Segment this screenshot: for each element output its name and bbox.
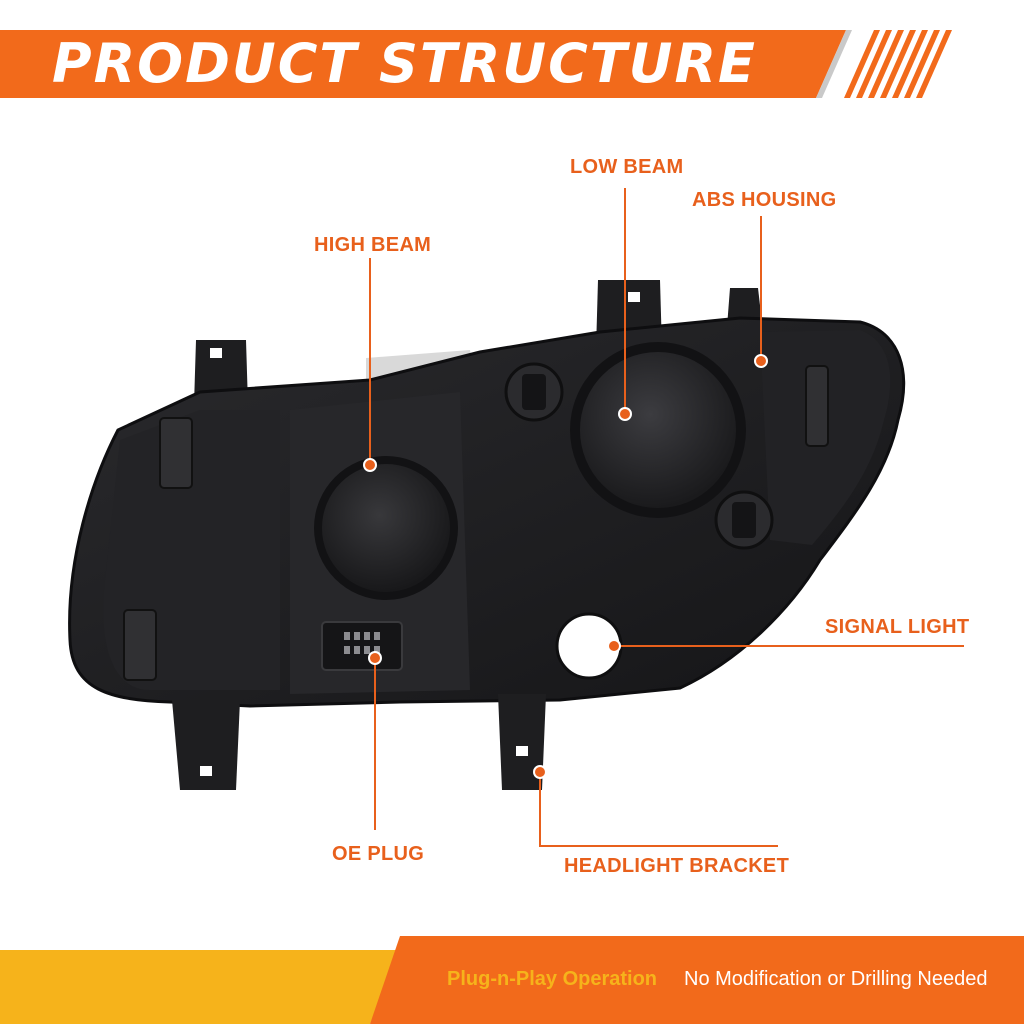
callout-lines — [369, 188, 964, 847]
left-clip-upper — [159, 417, 193, 489]
low-beam-label: LOW BEAM — [570, 156, 684, 178]
high-beam-label: HIGH BEAM — [314, 234, 432, 256]
abs-housing-label: ABS HOUSING — [692, 189, 837, 211]
signal-light-label: SIGNAL LIGHT — [825, 616, 970, 638]
abs-housing-dot — [754, 354, 768, 368]
top-mid-mount-hole — [628, 292, 640, 302]
top-left-mount-hole — [210, 348, 222, 358]
oe-plug-pins — [344, 632, 380, 654]
oe-plug-connector — [321, 621, 403, 671]
callout-dots — [363, 354, 768, 779]
headlight-bracket-label: HEADLIGHT BRACKET — [564, 855, 790, 877]
right-clip — [805, 365, 829, 447]
oe-plug-dot — [368, 651, 382, 665]
footer-feature-no-modification: No Modification or Drilling Needed — [684, 968, 988, 990]
lower-bulb-socket — [714, 490, 774, 550]
header-banner — [0, 30, 952, 98]
header-banner-bar — [0, 30, 846, 98]
header-stripes — [844, 30, 952, 98]
footer-orange-band — [370, 936, 1024, 1024]
upper-bulb-socket — [504, 362, 564, 422]
header-banner-shadow — [816, 30, 852, 98]
footer-yellow-band — [0, 950, 400, 1024]
headlight-bracket-shape — [498, 694, 546, 790]
low-beam-dot — [618, 407, 632, 421]
oe-plug-label: OE PLUG — [332, 843, 425, 865]
high-beam-cap — [322, 464, 450, 592]
headlight-bracket-dot — [533, 765, 547, 779]
footer-feature-plug-n-play: Plug-n-Play Operation — [447, 968, 658, 990]
headlight-bracket-leader — [539, 772, 778, 847]
bottom-left-bracket — [172, 700, 240, 790]
page-title: PRODUCT STRUCTURE — [52, 32, 757, 95]
headlight-bracket-hole — [516, 746, 528, 756]
low-beam-cap — [580, 352, 736, 508]
left-clip-lower — [123, 609, 157, 681]
signal-light-dot — [607, 639, 621, 653]
high-beam-dot — [363, 458, 377, 472]
bottom-left-bracket-hole — [200, 766, 212, 776]
